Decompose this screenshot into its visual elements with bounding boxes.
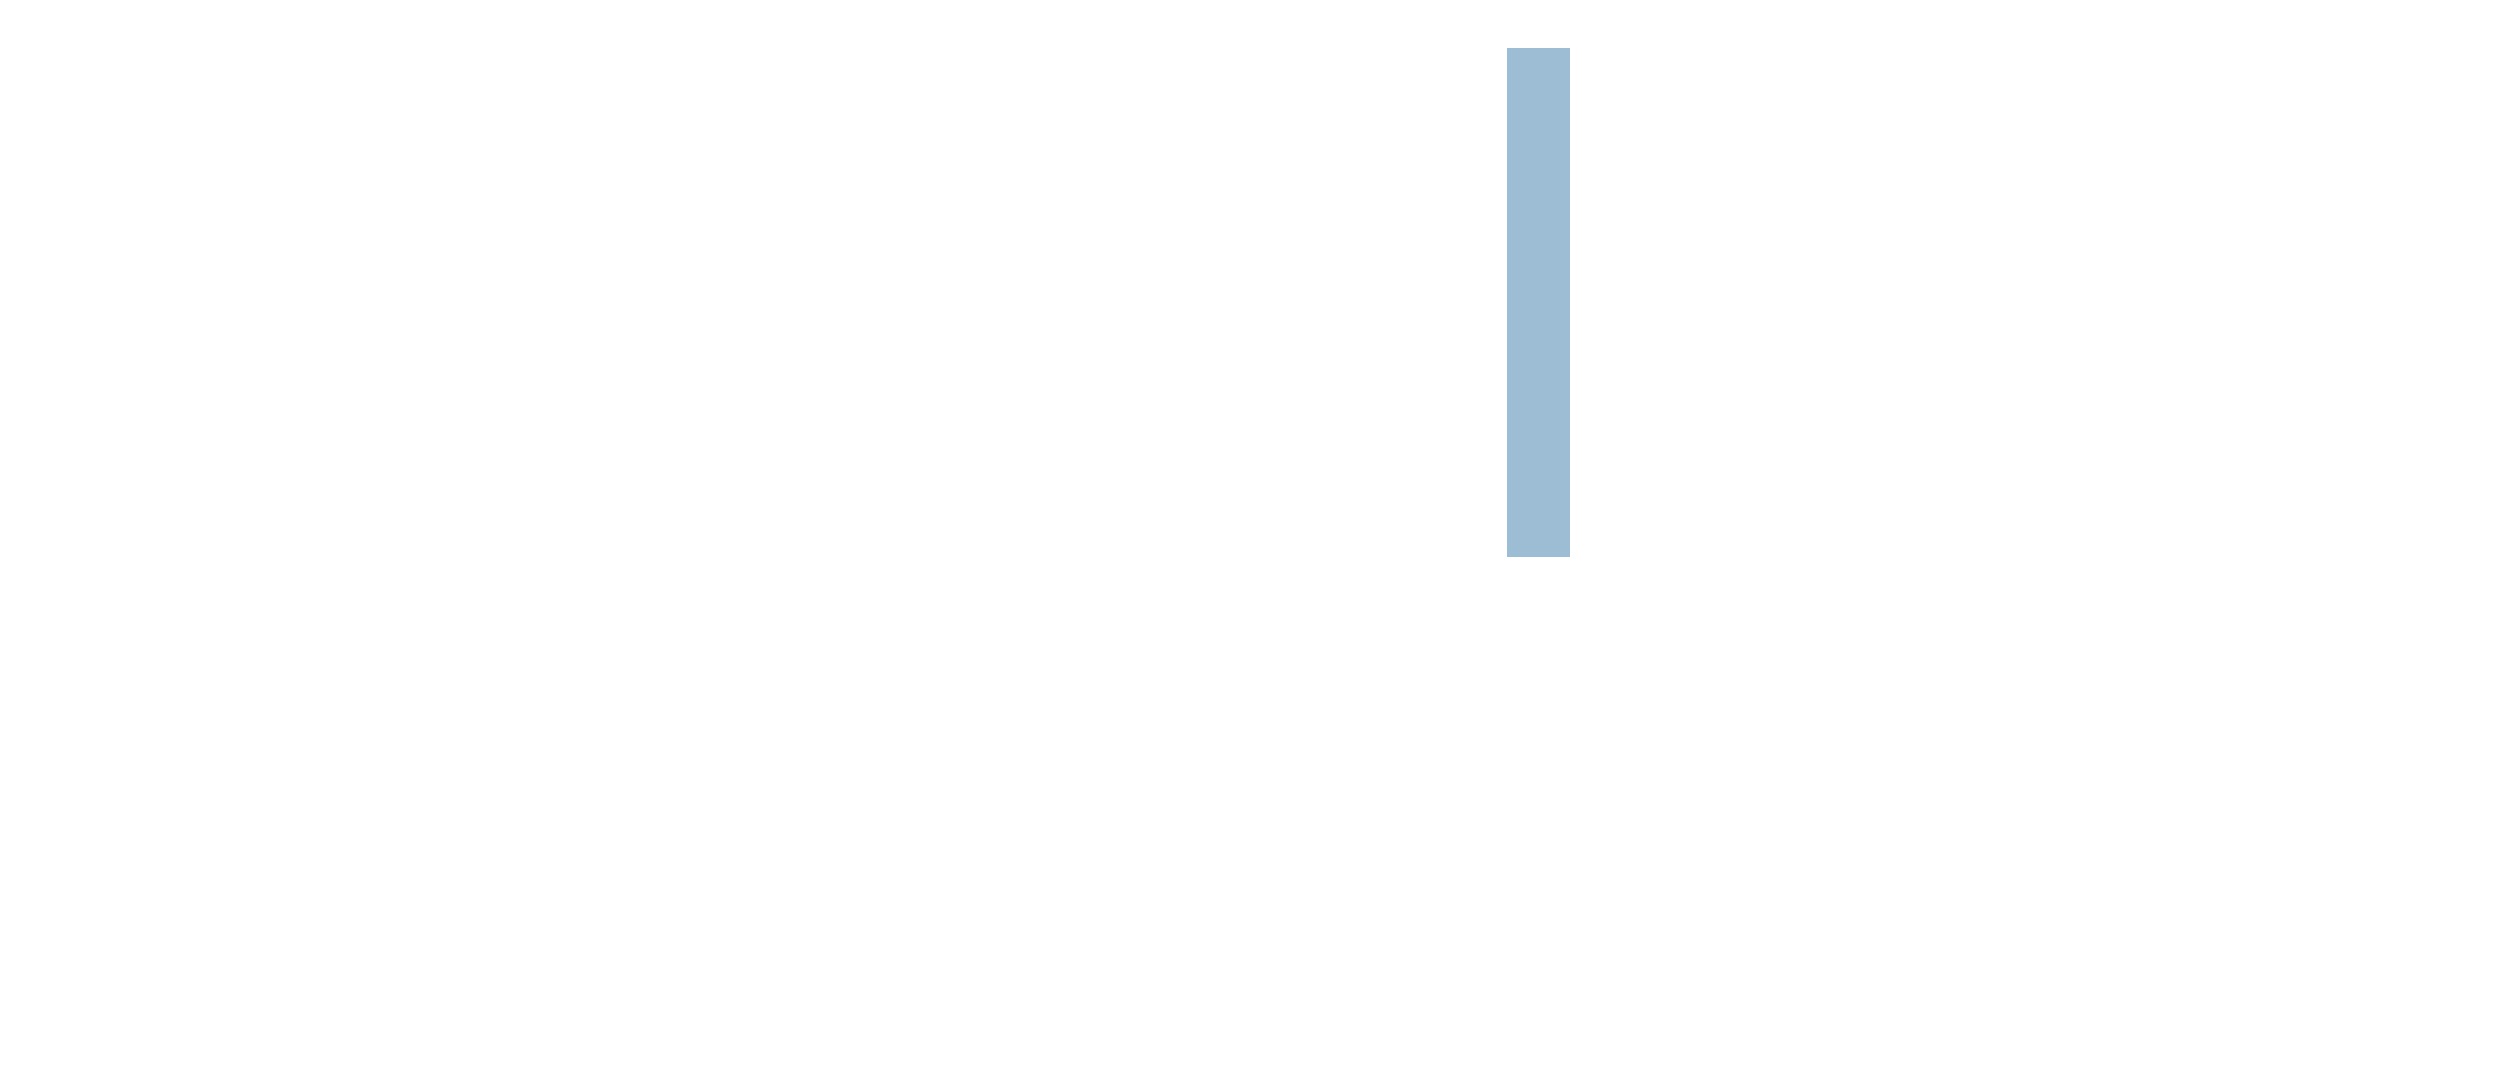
vertical-bar-shape — [1507, 48, 1570, 557]
